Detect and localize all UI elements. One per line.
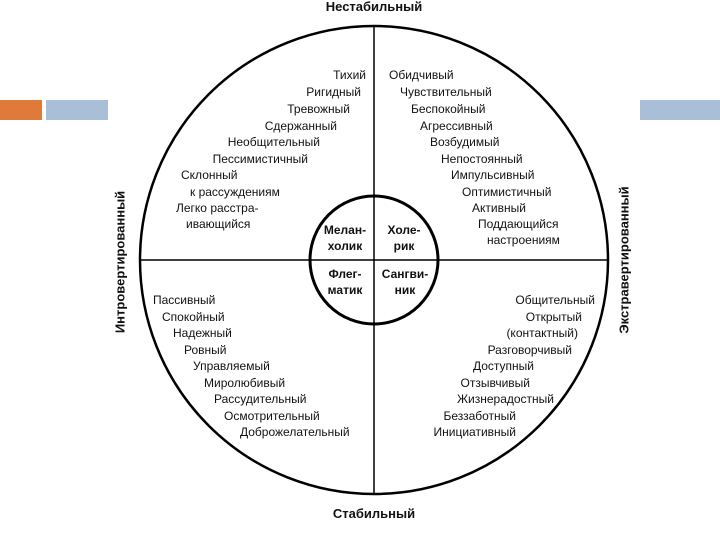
blue-accent-bar-left [46,100,108,120]
temperament-melancholic: Мелан-холик [323,223,367,253]
trait-label: Инициативный [433,425,516,439]
trait-label: Доступный [472,359,534,373]
trait-label: Беспокойный [411,102,486,116]
trait-label: Ровный [184,343,227,357]
blue-accent-bar-right [640,100,720,120]
trait-label: Обидчивый [389,68,454,82]
trait-label: Открытый [525,310,582,324]
trait-label: Рассудительный [214,392,307,406]
trait-label: Импульсивный [451,168,535,182]
axis-label-unstable: Нестабильный [325,0,423,14]
trait-label: Миролюбивый [204,376,286,390]
trait-label: Легко расстра- [176,201,259,215]
trait-label: Тревожный [287,102,350,116]
trait-label: Пессимистичный [212,152,308,166]
temperament-sanguine: Сангви-ник [381,267,429,297]
trait-label: ивающийся [186,217,251,231]
trait-label: Надежный [173,326,232,340]
trait-label: Пассивный [153,293,216,307]
trait-label: Активный [472,201,526,215]
trait-label: Непостоянный [441,152,523,166]
trait-label: Оптимистичный [462,185,552,199]
trait-label: Склонный [181,168,238,182]
trait-label: Спокойный [162,310,225,324]
trait-label: Управляемый [193,359,270,373]
orange-accent-bar [0,100,42,120]
axis-label-extroverted: Экстравертированный [616,186,632,334]
trait-label: Ригидный [306,85,361,99]
trait-label: Тихий [333,68,366,82]
temperament-phlegmatic: Флег-матик [327,267,363,297]
axis-label-introverted: Интровертированный [112,190,128,334]
trait-label: Возбудимый [430,135,500,149]
trait-label: Разговорчивый [487,343,572,357]
temperament-choleric: Холе-рик [387,223,421,253]
trait-label: Отзывчивый [460,376,530,390]
trait-label: Осмотрительный [224,409,320,423]
trait-label: Беззаботный [443,409,516,423]
trait-label: к рассуждениям [190,185,280,199]
axis-label-stable: Стабильный [332,506,416,521]
trait-label: Чувствительный [400,85,492,99]
trait-label: Жизнерадостный [456,392,554,406]
trait-label: Поддающийся [478,217,559,231]
trait-label: Сдержанный [264,119,337,133]
trait-label: настроениям [487,233,560,247]
trait-label: Доброжелательный [240,425,350,439]
trait-label: Необщительный [227,135,320,149]
trait-label: Агрессивный [420,119,493,133]
trait-label: (контактный) [506,326,578,340]
trait-label: Общительный [515,293,595,307]
